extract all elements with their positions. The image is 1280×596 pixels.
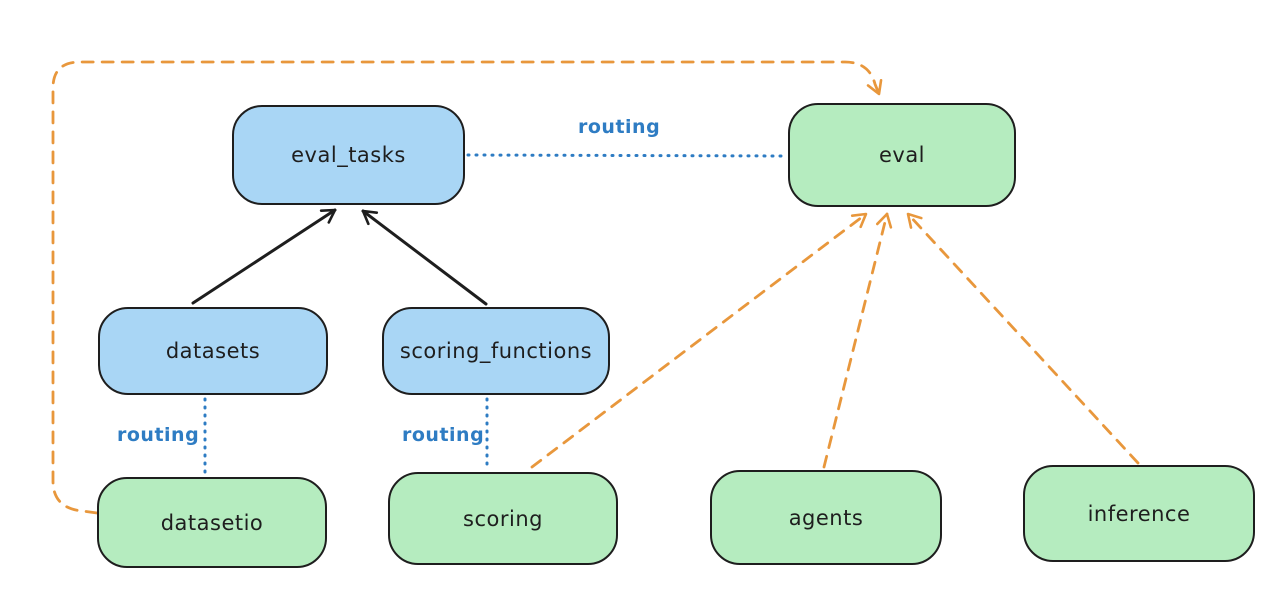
node-eval-tasks-label: eval_tasks [291,143,406,167]
edge-scoring-functions-to-eval-tasks [361,209,488,306]
edge-label-routing-eval-tasks-eval: routing [578,116,661,138]
node-agents: agents [710,470,942,565]
node-datasetio: datasetio [97,477,327,568]
node-eval: eval [788,103,1016,207]
node-datasets-label: datasets [165,339,261,363]
edge-label-routing-datasets-datasetio: routing [117,424,200,446]
node-datasetio-label: datasetio [160,510,264,535]
node-scoring-functions: scoring_functions [382,307,610,395]
node-inference: inference [1023,465,1255,562]
node-scoring-functions-label: scoring_functions [399,339,593,363]
edge-scoring-to-eval [530,212,868,469]
node-scoring: scoring [388,472,618,565]
edge-datasets-to-eval-tasks [191,208,337,305]
edge-datasetio-to-eval-loop [51,60,883,515]
node-inference-label: inference [1087,501,1191,526]
node-scoring-label: scoring [463,506,543,531]
edge-eval-tasks-to-eval [466,153,786,158]
node-eval-label: eval [878,143,926,167]
edge-inference-to-eval [906,212,1140,465]
edge-agents-to-eval [822,212,893,469]
node-agents-label: agents [788,505,864,530]
node-eval-tasks: eval_tasks [232,105,465,205]
node-datasets: datasets [98,307,328,395]
edge-label-routing-scoring-functions-scoring: routing [402,424,485,446]
